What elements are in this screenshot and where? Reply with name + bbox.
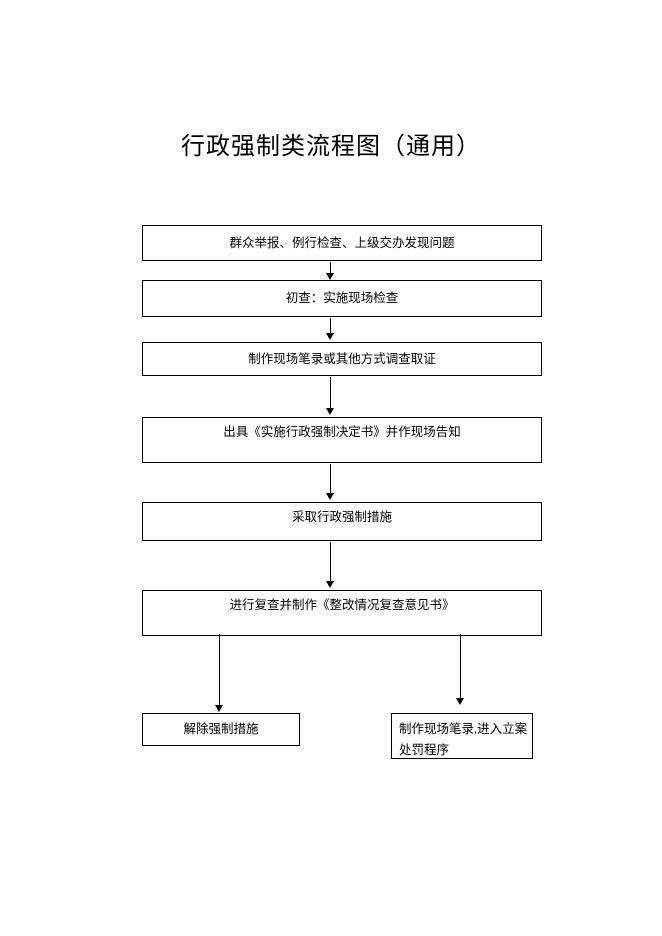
- down-arrow-connector-4: [326, 464, 335, 500]
- flow-node-lift-measures: 解除强制措施: [142, 713, 300, 746]
- flow-node-enforcement-measures: 采取行政强制措施: [142, 502, 542, 541]
- flow-node-label: 制作现场笔录,进入立案处罚程序: [399, 722, 528, 757]
- flow-node-initial-inspection: 初查：实施现场检查: [142, 280, 542, 317]
- arrow-head-icon: [215, 705, 223, 712]
- flow-node-label: 采取行政强制措施: [291, 510, 392, 524]
- down-arrow-connector-3: [326, 377, 335, 415]
- flow-node-label: 初查：实施现场检查: [285, 291, 399, 305]
- arrow-head-icon: [326, 581, 334, 588]
- flow-node-problem-discovery: 群众举报、例行检查、上级交办发现问题: [142, 225, 542, 261]
- arrow-shaft: [329, 262, 331, 274]
- flow-node-evidence-collection: 制作现场笔录或其他方式调查取证: [142, 342, 542, 376]
- page-title: 行政强制类流程图（通用）: [181, 134, 481, 160]
- down-arrow-branch-left: [215, 634, 224, 712]
- down-arrow-connector-5: [326, 542, 335, 588]
- down-arrow-branch-right: [456, 634, 465, 705]
- arrow-shaft: [329, 318, 331, 334]
- arrow-shaft: [329, 464, 331, 494]
- flow-node-label: 进行复查并制作《整改情况复查意见书》: [229, 598, 455, 612]
- arrow-shaft: [218, 634, 220, 706]
- flow-node-decision-notice: 出具《实施行政强制决定书》并作现场告知: [142, 417, 542, 463]
- arrow-head-icon: [326, 273, 334, 280]
- flow-node-review-opinion: 进行复查并制作《整改情况复查意见书》: [142, 590, 542, 636]
- arrow-head-icon: [456, 698, 464, 705]
- arrow-shaft: [329, 542, 331, 582]
- arrow-head-icon: [326, 493, 334, 500]
- flow-node-case-filing: 制作现场笔录,进入立案处罚程序: [391, 713, 533, 759]
- arrow-shaft: [459, 634, 461, 699]
- arrow-shaft: [329, 377, 331, 409]
- arrow-head-icon: [326, 408, 334, 415]
- flow-node-label: 解除强制措施: [183, 722, 259, 736]
- down-arrow-connector-1: [326, 262, 335, 280]
- flow-node-label: 制作现场笔录或其他方式调查取证: [248, 351, 436, 366]
- flow-node-label: 出具《实施行政强制决定书》并作现场告知: [223, 425, 461, 439]
- down-arrow-connector-2: [326, 318, 335, 340]
- arrow-head-icon: [326, 333, 334, 340]
- flow-node-label: 群众举报、例行检查、上级交办发现问题: [229, 235, 455, 250]
